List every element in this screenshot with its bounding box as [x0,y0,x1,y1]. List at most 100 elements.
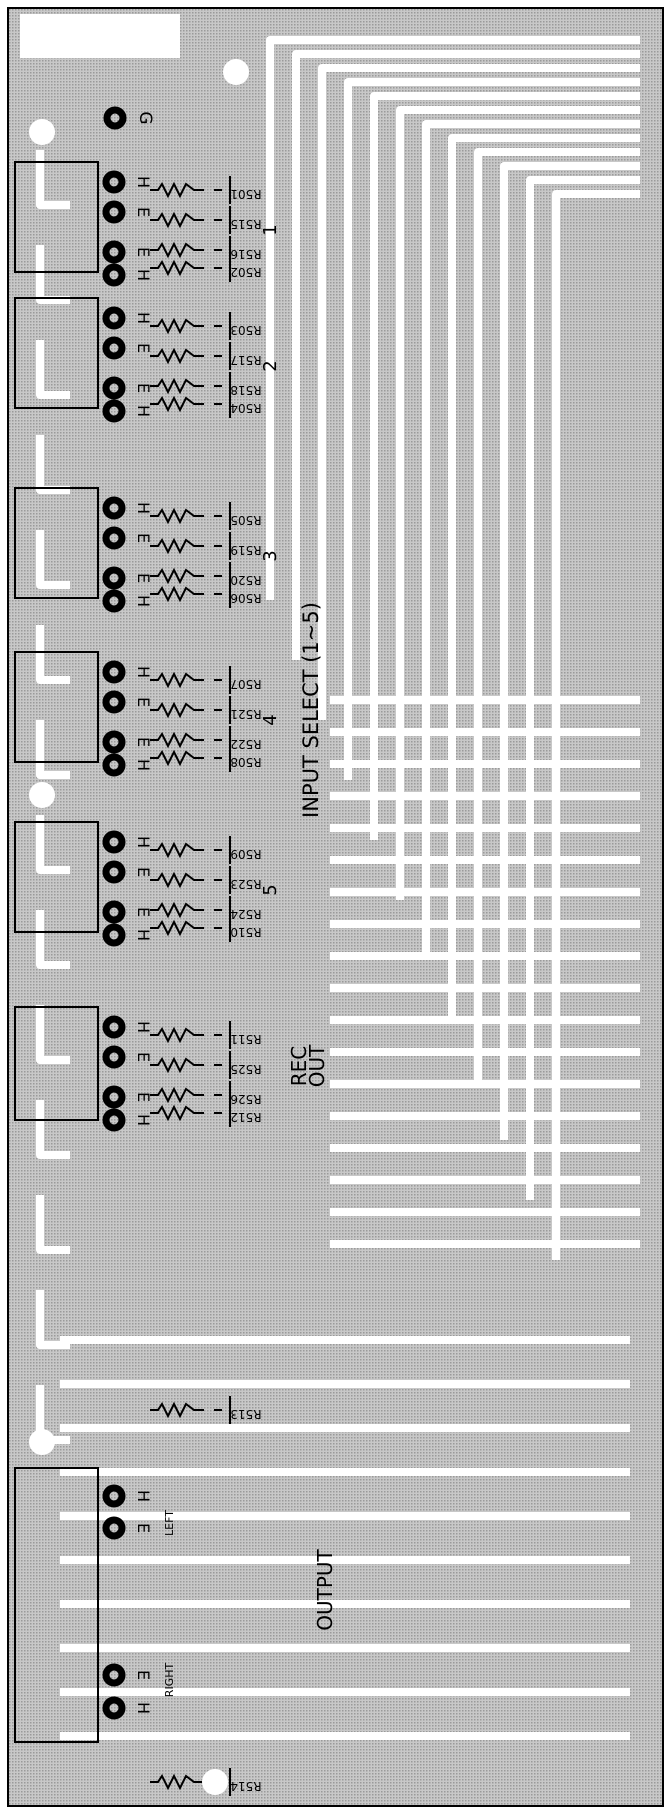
rec-out-pad [102,1015,126,1039]
jack-trace [36,815,70,874]
input-4-pad [102,660,126,684]
input-5-pad-label: E [134,907,153,917]
rec-out-resistor-label: R512 [230,1110,261,1124]
input-1-pad [102,240,126,264]
input-2-pad [102,306,126,330]
output-jack-outline [14,1467,99,1743]
rec-out-resistor [150,1026,204,1044]
input-1-resistor [150,241,204,259]
input-3-pad [102,566,126,590]
input-2-resistor [150,317,204,335]
input-1-group-number: 1 [260,224,281,235]
input-4-resistor [150,731,204,749]
input-3-pad [102,589,126,613]
output-pad [102,1663,126,1687]
output-label: OUTPUT [313,1548,337,1630]
input-1-pad [102,263,126,287]
input-3-pad [102,496,126,520]
bus-trace [422,120,640,960]
mounting-holes [29,59,249,1795]
input-2-resistor-label: R518 [230,383,261,397]
copper-traces [36,36,640,1740]
input-5-pad-label: H [134,929,153,941]
jack-trace [36,530,70,589]
input-5-jack-outline [14,821,99,933]
ground-pad-label: G [135,111,155,124]
input-2-pad-label: H [134,312,153,324]
input-4-resistor-label: R521 [230,707,261,721]
input-4-resistor [150,749,204,767]
rec-out-resistor-label: R511 [230,1032,261,1046]
rec-out-pad [102,1108,126,1132]
input-3-resistor [150,585,204,603]
output-pad [102,1484,126,1508]
input-5-pad [102,900,126,924]
jack-trace [36,435,70,494]
input-select-label: INPUT SELECT (1~5) [299,602,323,818]
mounting-hole [202,1769,228,1795]
output-resistor-label: R513 [230,1407,261,1421]
input-2-pad-label: E [134,343,153,353]
input-1-resistor [150,211,204,229]
output-pad-label: E [134,1670,153,1680]
input-5-group-number: 5 [260,884,281,895]
rec-out-resistor-label: R525 [230,1062,261,1076]
output-pad [102,1516,126,1540]
input-1-pad [102,170,126,194]
input-2-pad-label: H [134,405,153,417]
rec-out-resistor [150,1104,204,1122]
input-4-group-number: 4 [260,714,281,725]
input-3-resistor-label: R520 [230,573,261,587]
jack-trace [36,150,70,209]
jack-trace [36,1290,70,1349]
output-pad-label: H [134,1490,153,1502]
input-3-resistor-label: R519 [230,543,261,557]
rec-out-resistor [150,1056,204,1074]
rec-out-pad [102,1085,126,1109]
input-5-pad-label: H [134,836,153,848]
input-2-resistor [150,395,204,413]
input-3-jack-outline [14,487,99,599]
input-2-pad [102,336,126,360]
input-1-resistor-label: R502 [230,265,261,279]
rec-out-pad [102,1045,126,1069]
bus-trace [292,50,640,660]
input-2-pad [102,399,126,423]
bus-trace [344,78,640,780]
mounting-hole [223,59,249,85]
input-5-pad [102,830,126,854]
input-4-resistor-label: R507 [230,677,261,691]
input-1-pad-label: E [134,247,153,257]
jack-trace [36,340,70,399]
input-1-jack-outline [14,161,99,273]
input-2-resistor-label: R517 [230,353,261,367]
input-2-pad [102,376,126,400]
input-4-pad [102,730,126,754]
input-3-pad [102,526,126,550]
jack-trace [36,1005,70,1064]
bus-trace [318,64,640,720]
rec-out-resistor [150,1086,204,1104]
input-4-pad-label: H [134,666,153,678]
input-2-resistor-label: R503 [230,323,261,337]
input-4-pad-label: H [134,759,153,771]
component-group: R501R515R516R5021R503R517R518R5042R505R5… [150,176,281,1796]
input-1-resistor-label: R515 [230,217,261,231]
mounting-hole [29,782,55,808]
input-1-resistor-label: R501 [230,187,261,201]
output-pad [102,1696,126,1720]
input-3-resistor-label: R506 [230,591,261,605]
bus-trace [266,36,640,600]
output-right-label: RIGHT [163,1663,176,1698]
rec-out-label: REC OUT [287,1044,329,1087]
input-5-resistor [150,871,204,889]
input-4-pad [102,753,126,777]
input-2-resistor-label: R504 [230,401,261,415]
jack-trace [36,910,70,969]
rec-out-jack-outline [14,1006,99,1121]
input-1-pad-label: H [134,269,153,281]
input-1-resistor-label: R516 [230,247,261,261]
input-2-resistor [150,347,204,365]
input-5-resistor [150,841,204,859]
